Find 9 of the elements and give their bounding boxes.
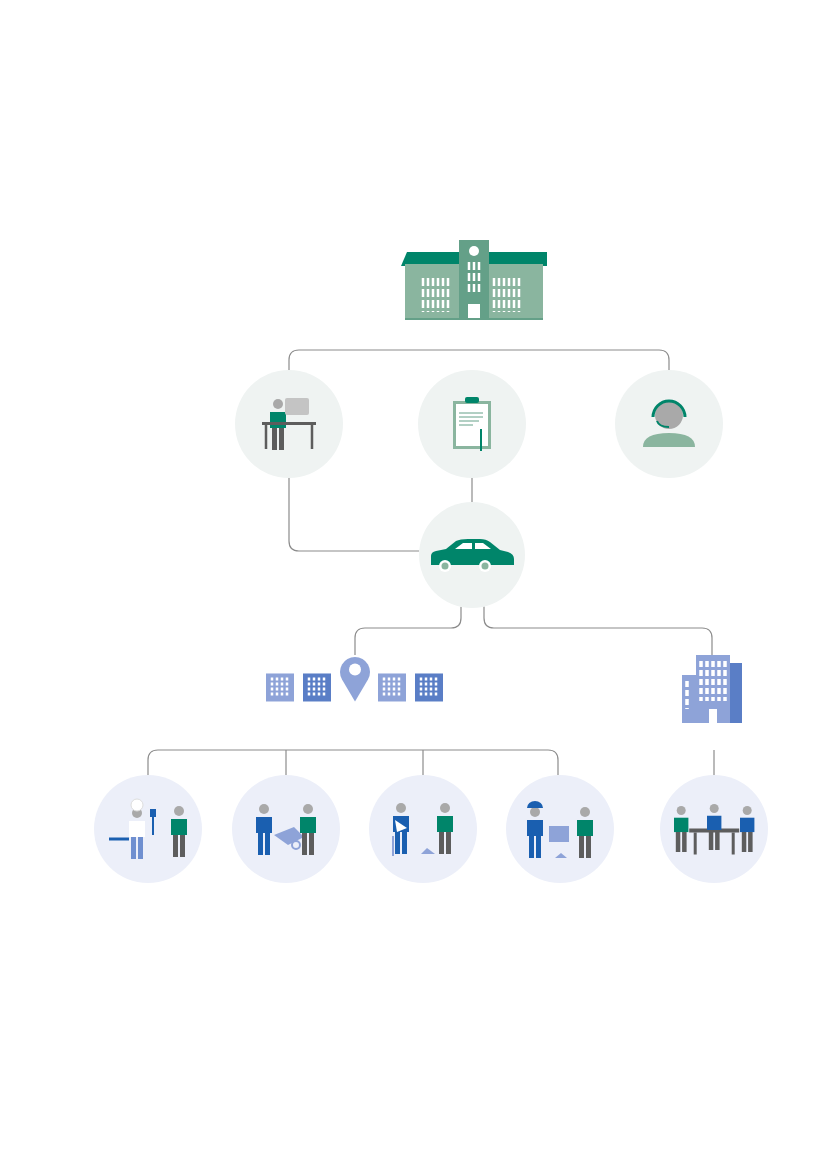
- connector-line: [422, 749, 424, 776]
- connector-line: [288, 477, 420, 552]
- connector-line: [471, 477, 473, 503]
- connector-line: [285, 749, 287, 776]
- connector-line: [354, 606, 462, 656]
- connector-line: [147, 749, 559, 776]
- connector-line: [288, 349, 670, 371]
- connector-line: [713, 749, 715, 776]
- connector-line: [483, 606, 713, 656]
